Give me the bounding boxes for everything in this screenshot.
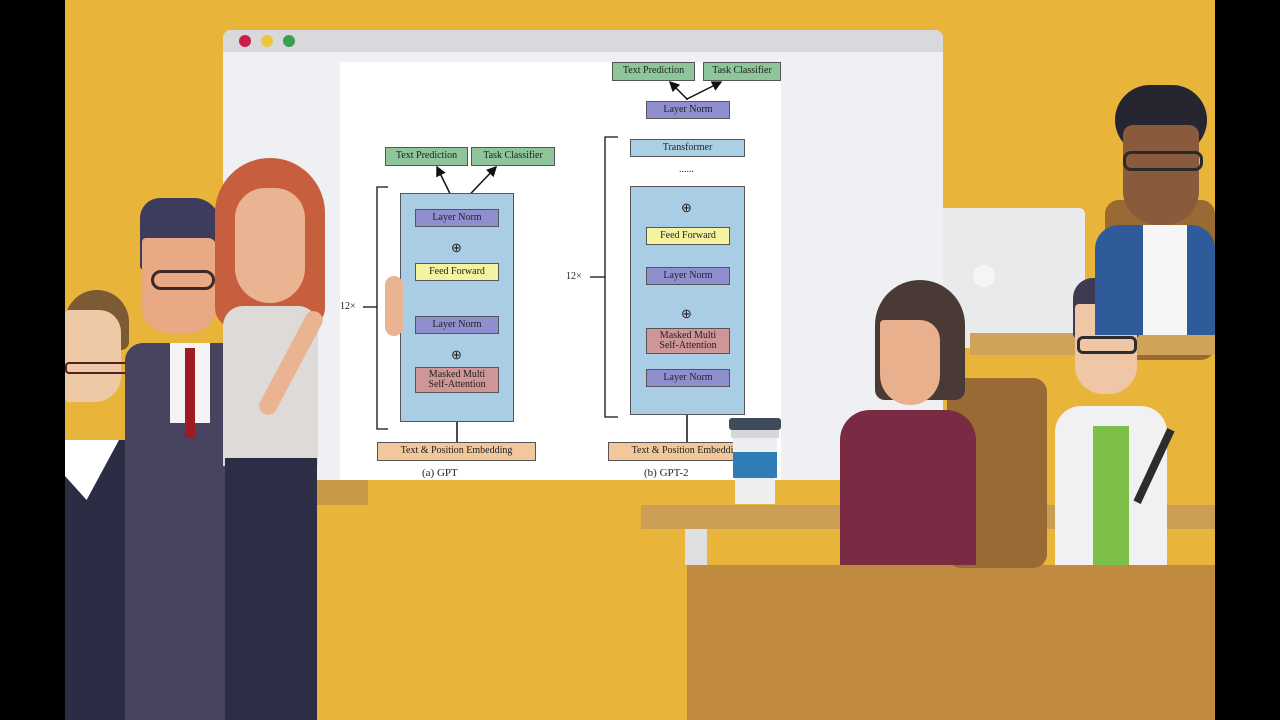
gpt-masked-line1: Masked Multi — [428, 368, 486, 380]
gpt-layer-norm-bottom: Layer Norm — [415, 316, 499, 334]
gpt-repeat-label: 12× — [340, 301, 356, 312]
gpt-text-prediction: Text Prediction — [385, 147, 468, 166]
window-close-dot[interactable] — [239, 35, 251, 47]
gpt2-add-bottom: ⊕ — [681, 306, 692, 321]
gpt-feed-forward: Feed Forward — [415, 263, 499, 281]
gpt-add-bottom: ⊕ — [451, 347, 462, 362]
student-curly-hair — [1095, 85, 1215, 335]
window-minimize-dot[interactable] — [261, 35, 273, 47]
desk-right-front — [687, 565, 1215, 720]
student-hoodie — [840, 280, 980, 565]
gpt2-task-classifier: Task Classifier — [703, 62, 781, 81]
gpt-embedding: Text & Position Embedding — [377, 442, 536, 461]
gpt-add-top: ⊕ — [451, 240, 462, 255]
presenter-woman — [215, 158, 415, 720]
gpt-layer-norm-top: Layer Norm — [415, 209, 499, 227]
gpt-caption: (a) GPT — [422, 467, 458, 479]
architecture-slide: Text Prediction Task Classifier Layer No… — [340, 62, 781, 480]
classroom-scene: Text Prediction Task Classifier Layer No… — [65, 0, 1215, 720]
gpt2-layer-norm-top: Layer Norm — [646, 101, 730, 119]
gpt2-masked-line2: Self-Attention — [659, 340, 717, 351]
gpt2-masked-self-attention: Masked Multi Self-Attention — [646, 328, 730, 354]
gpt-masked-self-attention: Masked Multi Self-Attention — [415, 367, 499, 393]
gpt2-masked-line1: Masked Multi — [659, 329, 717, 341]
gpt2-add-top: ⊕ — [681, 200, 692, 215]
browser-title-bar — [223, 30, 943, 52]
gpt2-layer-norm-bottom: Layer Norm — [646, 369, 730, 387]
gpt2-repeat-label: 12× — [566, 271, 582, 282]
gpt2-feed-forward: Feed Forward — [646, 227, 730, 245]
gpt2-transformer: Transformer — [630, 139, 745, 157]
gpt2-layer-norm-mid: Layer Norm — [646, 267, 730, 285]
laptop-logo — [973, 265, 995, 287]
gpt-task-classifier: Task Classifier — [471, 147, 555, 166]
gpt2-caption: (b) GPT-2 — [644, 467, 689, 479]
coffee-cup — [727, 418, 783, 508]
gpt-masked-line2: Self-Attention — [428, 379, 486, 390]
window-maximize-dot[interactable] — [283, 35, 295, 47]
desk-leg-left — [685, 529, 707, 565]
gpt2-text-prediction: Text Prediction — [612, 62, 695, 81]
gpt2-ellipsis: ...... — [679, 164, 694, 175]
